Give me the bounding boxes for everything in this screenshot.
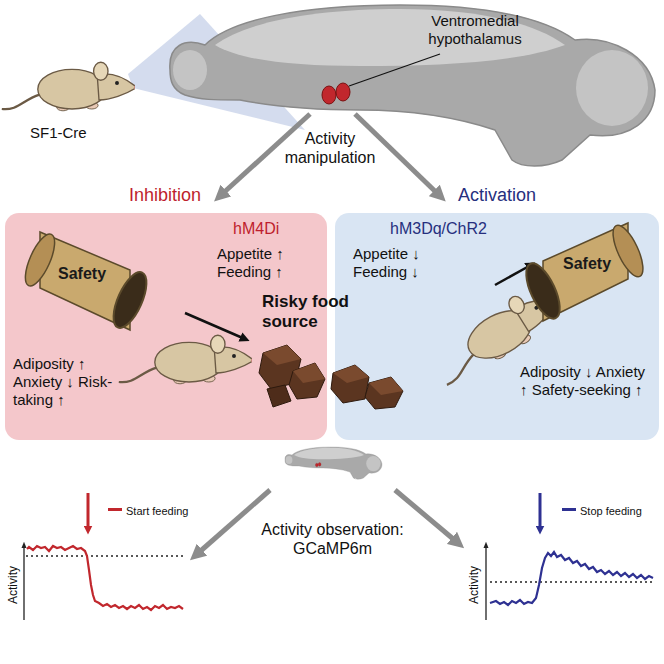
text-slot: Appetite ↓ Feeding ↓	[353, 245, 448, 281]
activation-panel: ActivationhM3Dq/ChR2Appetite ↓ Feeding ↓…	[335, 213, 659, 440]
safety-tube: Safety	[20, 230, 155, 330]
movement-arrow	[185, 313, 245, 339]
effect-list: Appetite ↓ Feeding ↓	[353, 245, 448, 281]
text-slot: hM3Dq/ChR2	[390, 219, 510, 238]
axis-label: Activity	[467, 566, 481, 604]
food-pellet	[331, 365, 369, 403]
tube-opening	[519, 259, 566, 324]
text-slot: Adiposity ↓ Anxiety ↑ Safety-seeking ↑	[520, 363, 650, 399]
food-pellet	[267, 385, 291, 407]
food-label: Risky food source	[262, 292, 362, 333]
effect-list: Appetite ↑ Feeding ↑	[217, 245, 312, 281]
text-slot: Stop feeding	[580, 501, 664, 519]
food-pellet	[365, 377, 403, 409]
text-slot: Adiposity ↑ Anxiety ↓ Risk-taking ↑	[13, 355, 125, 409]
event-arrow	[539, 493, 542, 530]
brain-small	[285, 447, 382, 479]
axis-line	[23, 545, 24, 620]
panel-heading: Inhibition	[129, 185, 201, 207]
food-pellet	[289, 363, 325, 399]
mouse-figure	[119, 335, 255, 384]
legend-line	[562, 508, 576, 511]
step-label: Activity manipulation	[275, 129, 385, 167]
text-slot: Activity	[3, 560, 21, 610]
legend-text: Stop feeding	[580, 505, 642, 518]
tube-end	[607, 221, 649, 280]
event-arrow	[87, 493, 90, 530]
text-slot: hM4Di	[233, 219, 313, 238]
safety-tube: Safety	[513, 221, 653, 323]
text-slot: Activation	[437, 185, 557, 207]
axis-label: Activity	[6, 566, 20, 604]
gray-arrow	[196, 490, 270, 555]
baseline	[490, 581, 655, 583]
activity-trace	[490, 552, 653, 605]
text-slot: Start feeding	[126, 501, 216, 519]
construct-label: hM3Dq/ChR2	[390, 219, 487, 238]
text-slot: Activity observation: GCaMP6m	[240, 520, 425, 558]
tube-opening	[107, 268, 153, 333]
gray-arrow	[395, 490, 458, 543]
step-label: Activity observation: GCaMP6m	[240, 520, 425, 558]
tube-label: Safety	[58, 264, 106, 283]
baseline	[26, 555, 186, 557]
region-label: Ventromedial hypothalamus	[415, 12, 535, 48]
text-slot: Risky food source	[262, 292, 362, 333]
text-slot: Safety	[563, 254, 623, 273]
text-slot: Activity manipulation	[275, 129, 385, 167]
panel-heading: Activation	[458, 185, 536, 207]
text-slot: Safety	[58, 264, 118, 283]
genotype-label: SF1-Cre	[30, 124, 87, 142]
axis-line	[485, 545, 486, 620]
food-pellet	[263, 345, 301, 365]
effect-list: Adiposity ↑ Anxiety ↓ Risk-taking ↑	[13, 355, 125, 409]
text-slot: Inhibition	[105, 185, 225, 207]
tube-end	[19, 230, 60, 289]
activity-trace	[27, 546, 183, 610]
text-slot: Activity	[464, 560, 482, 610]
legend-line	[108, 508, 122, 511]
legend-text: Start feeding	[126, 505, 188, 518]
food-pellet	[369, 377, 403, 395]
food-pellet	[293, 363, 325, 383]
text-slot: Appetite ↑ Feeding ↑	[217, 245, 312, 281]
text-slot: SF1-Cre	[30, 124, 110, 142]
mouse-figure	[2, 62, 138, 111]
leader-line	[349, 54, 440, 86]
text-slot: Ventromedial hypothalamus	[415, 12, 535, 48]
construct-label: hM4Di	[233, 219, 279, 238]
food-pellet	[333, 365, 369, 383]
tube-label: Safety	[563, 254, 611, 273]
brain-sagittal	[170, 5, 655, 166]
effect-list: Adiposity ↓ Anxiety ↑ Safety-seeking ↑	[520, 363, 650, 399]
